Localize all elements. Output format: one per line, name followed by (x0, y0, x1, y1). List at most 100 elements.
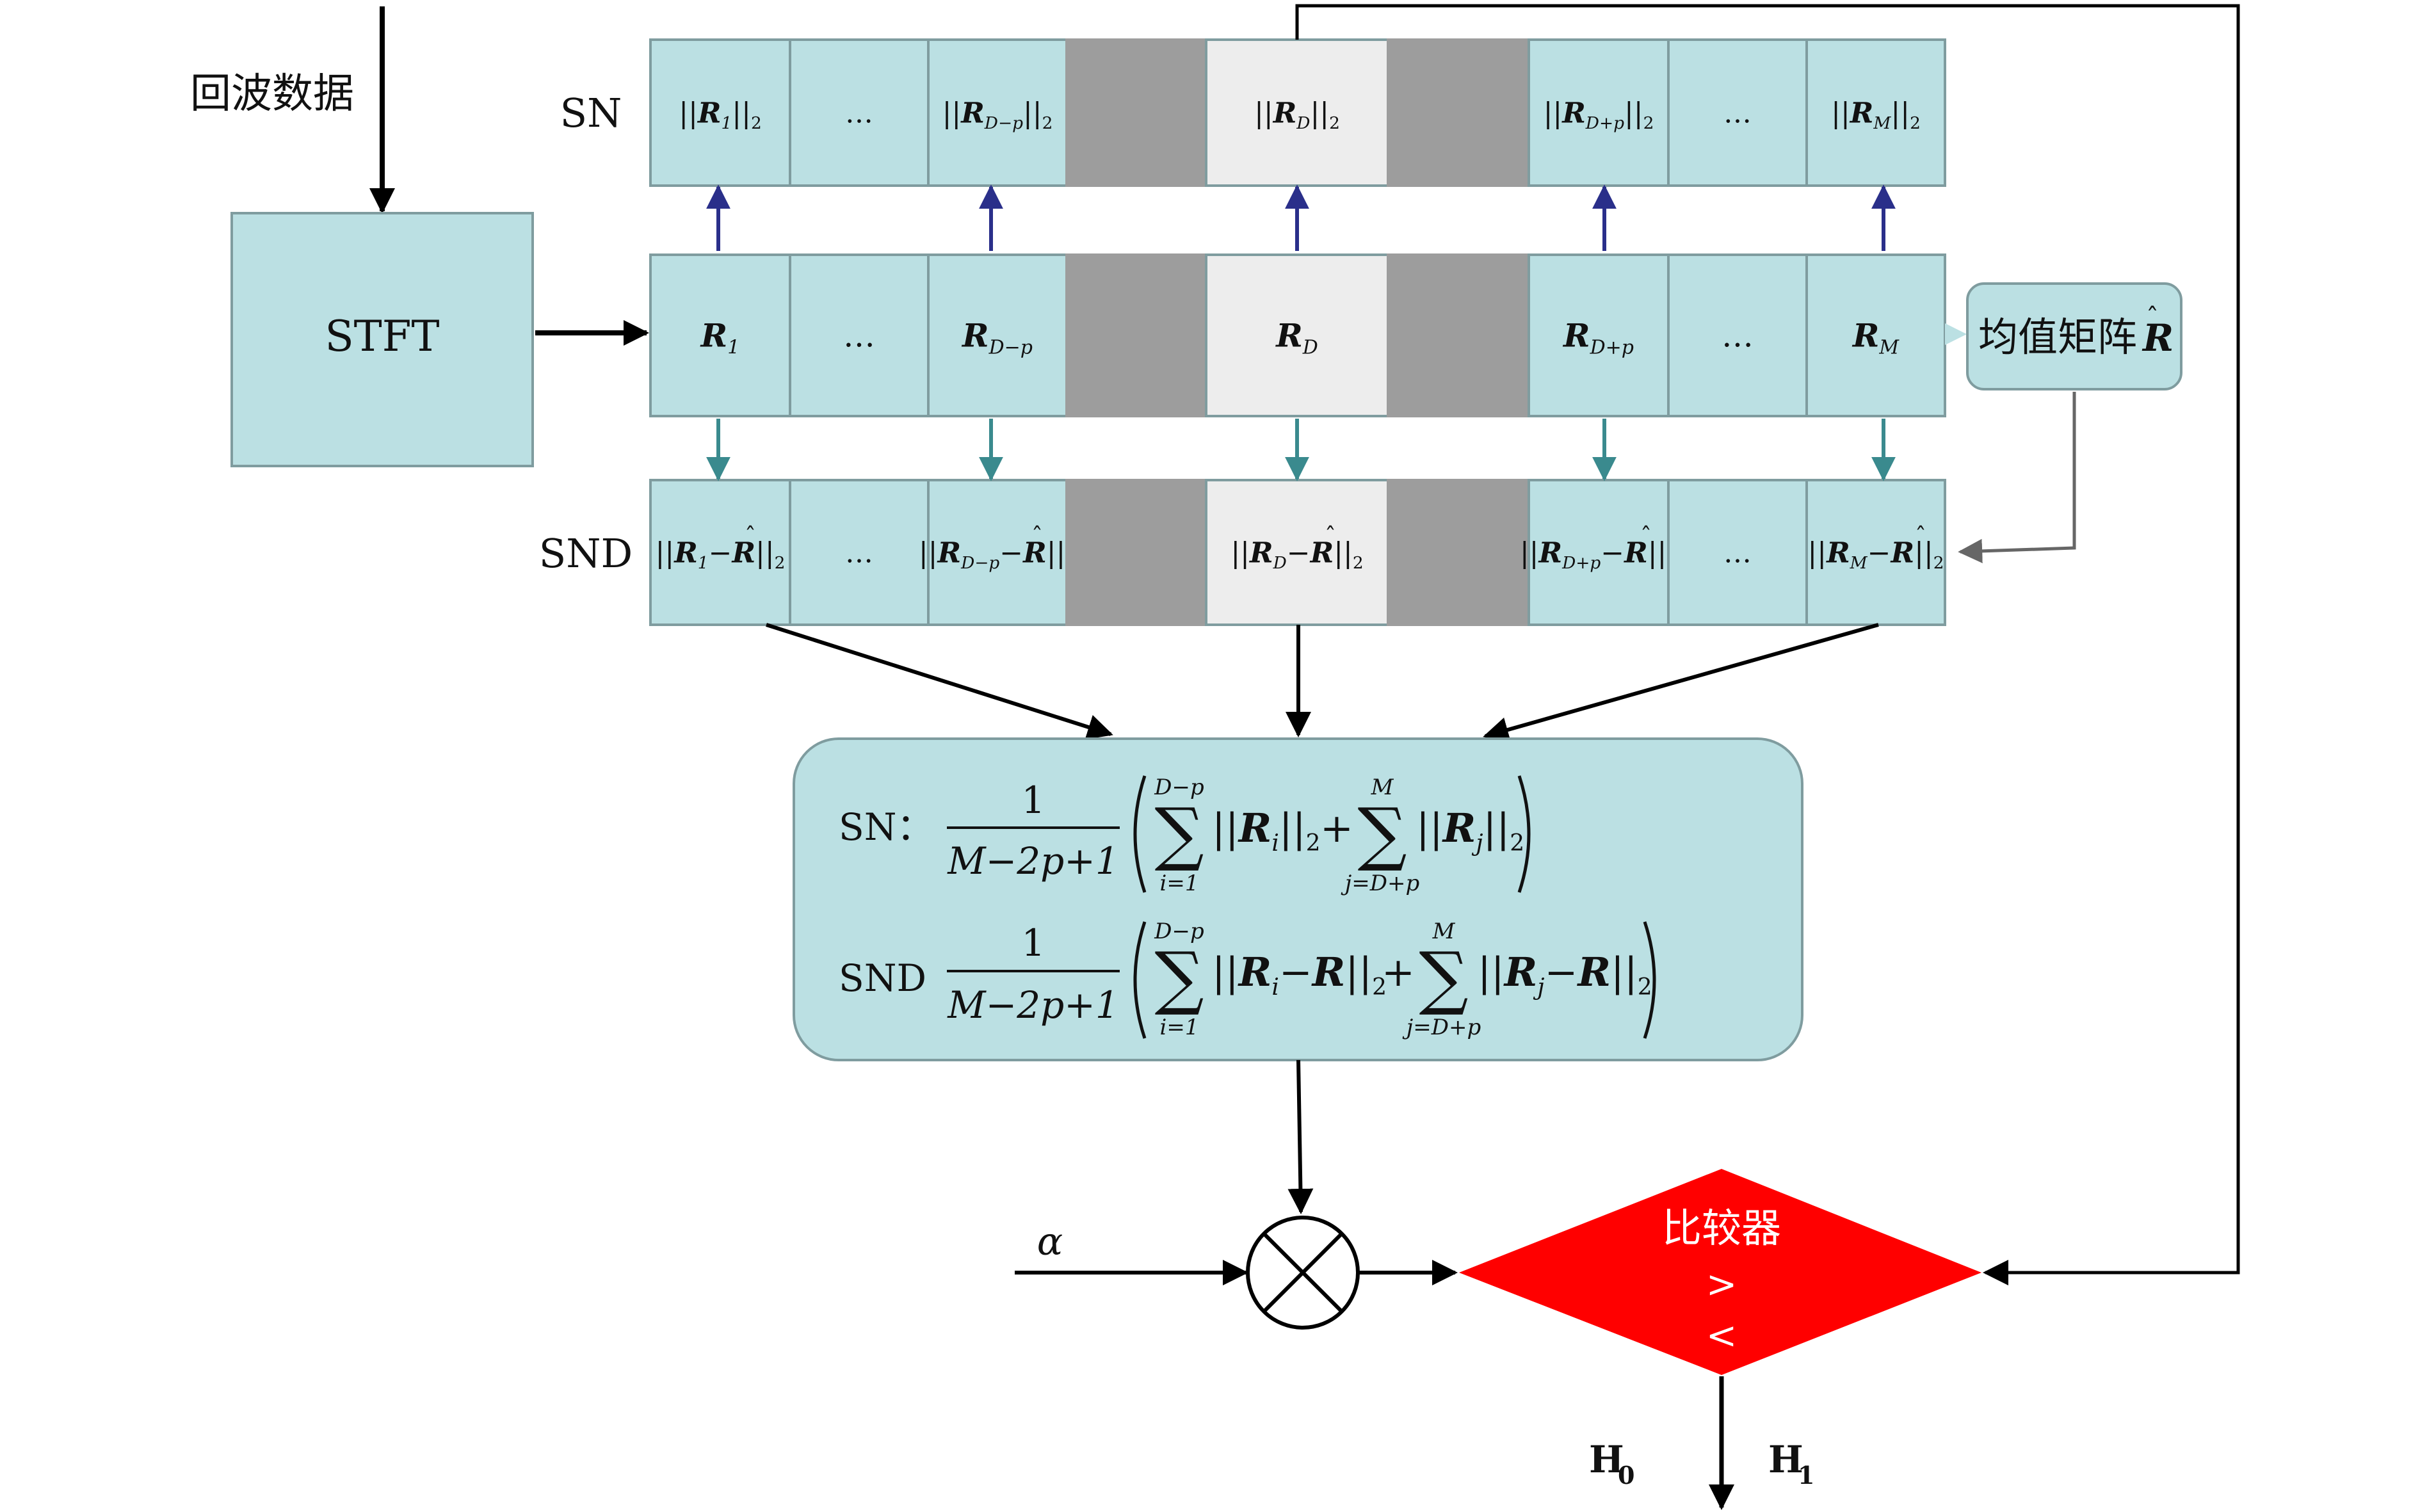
fraction-numerator: 1 (1022, 778, 1045, 822)
sn-row-label: SN (560, 90, 622, 136)
r-row-cell-5 (1205, 253, 1389, 417)
snd-row-cell-text: ||RD+p−R||2 (1520, 536, 1677, 573)
r-row-cell-4 (1065, 253, 1207, 417)
sum-lower-limit: j=D+p (1402, 1015, 1481, 1040)
snd-row-cell-1 (649, 479, 791, 626)
sum-upper-limit: D−p (1154, 775, 1204, 800)
sum-lower-limit: i=1 (1160, 871, 1199, 896)
sn-row-cell-2 (789, 38, 930, 187)
r-row-cell-6 (1387, 253, 1530, 417)
left-paren (1133, 775, 1147, 893)
sum-upper-limit: M (1371, 775, 1394, 800)
mean-matrix-box (1966, 282, 2182, 390)
snd-right-to-formula-arrow (1483, 623, 1879, 743)
comparator-gt: > (1706, 1262, 1738, 1306)
sn-row-cell-5 (1205, 38, 1389, 187)
sn-row-cell-text: ||RD−p||2 (942, 97, 1053, 133)
comparator-diamond (1459, 1169, 1981, 1375)
plus-sign: + (1320, 805, 1353, 851)
r-row-cell-text: RD (1275, 317, 1318, 359)
right-paren (1643, 921, 1656, 1039)
snd-row-cell-9 (1805, 479, 1946, 626)
snd-row-cell-3 (927, 479, 1068, 626)
sn-row-cell-9 (1805, 38, 1946, 187)
stft-block (230, 212, 534, 467)
snd-row-cell-8 (1667, 479, 1808, 626)
formula-to-multiplier-arrow (1287, 1059, 1314, 1214)
sn-row-ellipsis: … (845, 97, 873, 129)
sn-formula-label: SN： (839, 805, 933, 849)
r-row-cell-9 (1805, 253, 1946, 417)
r-row-ellipsis: … (843, 318, 875, 355)
mean-hat-mark: ˆ (1325, 524, 1336, 550)
norm-term: ||Ri||2 (1212, 805, 1321, 857)
fraction-denominator: M−2p+1 (947, 983, 1119, 1027)
h1-subscript: 1 (1798, 1461, 1814, 1490)
sn-row-cell-text: ||RD||2 (1254, 97, 1340, 133)
h0-label: H (1589, 1438, 1624, 1481)
summation-sign: ∑ (1154, 938, 1204, 1018)
plus-sign: + (1382, 949, 1415, 995)
multiplier-cross-b (1262, 1232, 1344, 1314)
input-label: 回波数据 (190, 70, 354, 118)
r-row-cell-7 (1528, 253, 1670, 417)
snd-row-cell-4 (1065, 479, 1207, 626)
mean-matrix-label: 均值矩阵 (1978, 314, 2137, 360)
mean-hat-mark: ˆ (1031, 524, 1043, 550)
mean-matrix-symbol: R (2142, 316, 2174, 360)
r-row-cell-8 (1667, 253, 1808, 417)
sn-norm-row: ||R1||2 … ||RD−p||2 ||RD||2 ||RD+p||2 … ||RM||… (649, 38, 1946, 187)
r-row-cell-text: RM (1851, 317, 1900, 359)
alpha-label: α (1037, 1219, 1063, 1264)
r-row-cell-1 (649, 253, 791, 417)
stft-label: STFT (325, 312, 439, 361)
norm-term: ||Rj−R||2 (1478, 949, 1652, 1001)
left-paren (1133, 921, 1147, 1039)
cut-cell-feedback-arrow (1295, 4, 2240, 1285)
mean-hat-mark: ˆ (1915, 524, 1926, 550)
sn-row-cell-1 (649, 38, 791, 187)
mean-hat-mark: ˆ (745, 524, 756, 550)
right-paren (1517, 775, 1531, 893)
sn-row-cell-3 (927, 38, 1068, 187)
sum-lower-limit: i=1 (1160, 1015, 1199, 1040)
snd-row-cell-text: ||R1−R||2 (656, 536, 786, 573)
sum-upper-limit: M (1432, 919, 1456, 944)
norm-term: ||Ri−R||2 (1212, 949, 1387, 1001)
snd-formula-label: SND (839, 956, 926, 1000)
fraction-numerator: 1 (1022, 921, 1045, 965)
snd-row-cell-2 (789, 479, 930, 626)
mean-matrix-hat: ˆ (2146, 303, 2159, 333)
comparator-label: 比较器 (1662, 1205, 1781, 1251)
sn-row-cell-7 (1528, 38, 1670, 187)
snd-row-cell-text: ||RD−R||2 (1230, 536, 1363, 573)
r-row-cell-text: RD+p (1562, 317, 1634, 359)
statistic-formula-box (793, 737, 1803, 1061)
sn-row-cell-4 (1065, 38, 1207, 187)
sn-row-cell-6 (1387, 38, 1530, 187)
sum-upper-limit: D−p (1154, 919, 1204, 944)
sn-row-ellipsis: … (1723, 97, 1752, 129)
r-row-cell-text: R1 (700, 317, 740, 359)
snd-norm-row: ||R1−R||2…||RD−p−R||2||RD−R||2||RD+p−R||… (649, 479, 1946, 626)
summation-sign: ∑ (1357, 794, 1407, 874)
sn-row-cell-8 (1667, 38, 1808, 187)
mean-hat-mark: ˆ (1640, 524, 1652, 550)
r-to-mean-matrix-pointer (1945, 323, 1967, 345)
sn-row-cell-text: ||R1||2 (679, 97, 761, 133)
snd-row-ellipsis: … (845, 536, 873, 569)
snd-row-label: SND (539, 530, 633, 577)
r-to-snd-arrows (706, 419, 1896, 481)
r-row-cell-3 (927, 253, 1068, 417)
summation-sign: ∑ (1154, 794, 1204, 874)
r-row-ellipsis: … (1722, 318, 1754, 355)
statistic-formulas: SN：1M−2p+1∑D−pi=1||Ri||2+∑Mj=D+p||Rj||2S… (839, 775, 1656, 1040)
sn-row-cell-text: ||RM||2 (1831, 97, 1921, 133)
sum-lower-limit: j=D+p (1341, 871, 1420, 896)
fraction-denominator: M−2p+1 (947, 839, 1119, 883)
summation-sign: ∑ (1419, 938, 1468, 1018)
sn-row-cell-text: ||RD+p||2 (1544, 97, 1654, 133)
comparator-lt: < (1706, 1314, 1738, 1357)
